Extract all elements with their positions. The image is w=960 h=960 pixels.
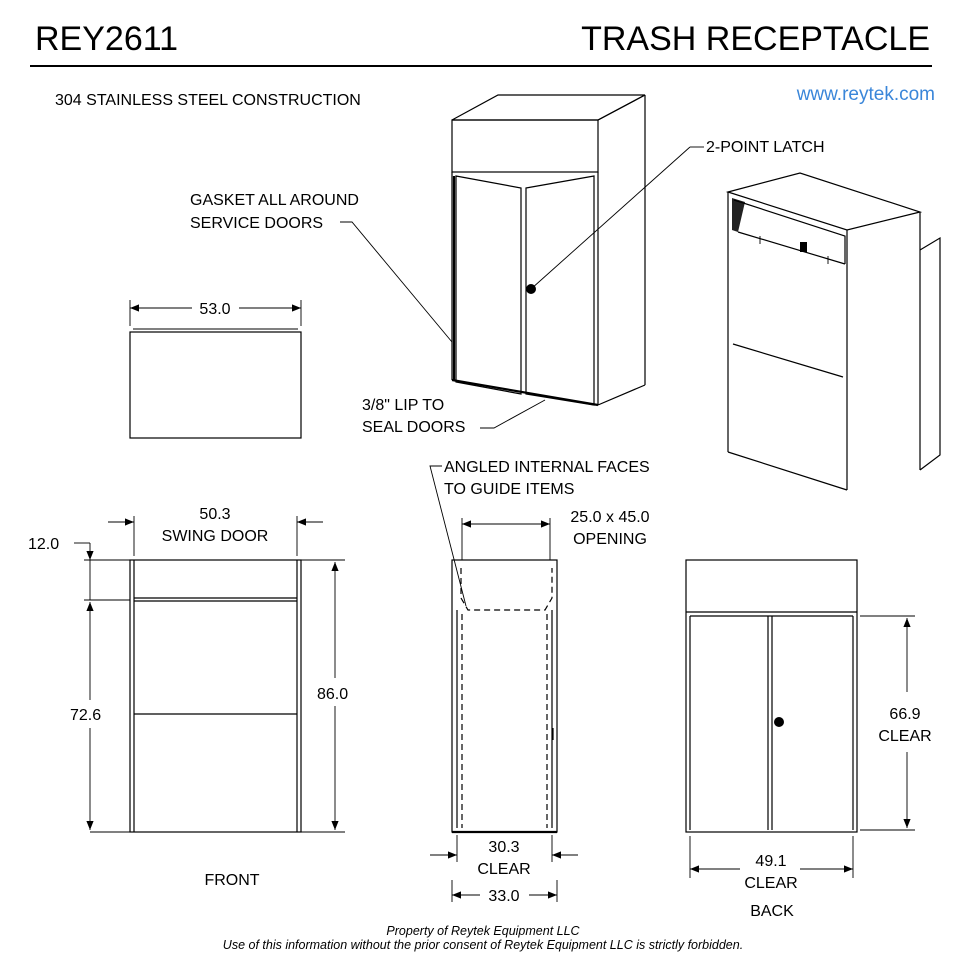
gasket-callout: GASKET ALL AROUND SERVICE DOORS xyxy=(190,192,453,343)
footer-disclaimer: Use of this information without the prio… xyxy=(223,938,743,952)
dim-side-clear-label: CLEAR xyxy=(477,861,530,878)
angled-callout-line2: TO GUIDE ITEMS xyxy=(444,481,574,498)
dim-side-clear-value: 30.3 xyxy=(488,839,519,856)
svg-text:GASKET ALL AROUND: GASKET ALL AROUND xyxy=(190,192,359,209)
dim-door-height: 72.6 xyxy=(70,707,101,724)
dim-back-height-label: CLEAR xyxy=(878,728,931,745)
dim-swing-door-label: SWING DOOR xyxy=(162,528,269,545)
dim-side-depth: 33.0 xyxy=(488,888,519,905)
dim-overall-height: 86.0 xyxy=(317,686,348,703)
top-view: 53.0 xyxy=(129,300,302,439)
latch-callout: 2-POINT LATCH xyxy=(530,139,825,290)
website-link[interactable]: www.reytek.com xyxy=(796,84,935,105)
construction-note: 304 STAINLESS STEEL CONSTRUCTION xyxy=(55,92,361,109)
footer-property: Property of Reytek Equipment LLC xyxy=(386,924,580,938)
dim-opening-label: OPENING xyxy=(573,531,647,548)
isometric-front-view xyxy=(451,94,646,407)
svg-text:SERVICE DOORS: SERVICE DOORS xyxy=(190,215,323,232)
svg-text:SEAL DOORS: SEAL DOORS xyxy=(362,419,465,436)
lip-callout: 3/8" LIP TO SEAL DOORS xyxy=(362,397,546,436)
dim-hood-height: 12.0 xyxy=(28,536,59,553)
front-view: 50.3 SWING DOOR 12.0 72.6 86.0 FRONT xyxy=(28,506,348,889)
dim-back-height-value: 66.9 xyxy=(889,706,920,723)
back-view: 66.9 CLEAR 49.1 CLEAR BACK xyxy=(685,559,932,920)
isometric-back-view xyxy=(725,172,941,491)
dim-top-width: 53.0 xyxy=(199,301,230,318)
dim-back-width-value: 49.1 xyxy=(755,853,786,870)
side-section-view: ANGLED INTERNAL FACES TO GUIDE ITEMS 25.… xyxy=(429,459,650,905)
angled-callout-line1: ANGLED INTERNAL FACES xyxy=(444,459,650,476)
product-title: TRASH RECEPTACLE xyxy=(581,20,930,58)
dim-opening-value: 25.0 x 45.0 xyxy=(570,509,649,526)
front-view-label: FRONT xyxy=(204,872,259,889)
dim-swing-door-value: 50.3 xyxy=(199,506,230,523)
svg-text:3/8" LIP TO: 3/8" LIP TO xyxy=(362,397,444,414)
model-number: REY2611 xyxy=(35,20,178,58)
dim-back-width-label: CLEAR xyxy=(744,875,797,892)
svg-text:2-POINT LATCH: 2-POINT LATCH xyxy=(706,139,825,156)
back-view-label: BACK xyxy=(750,903,794,920)
